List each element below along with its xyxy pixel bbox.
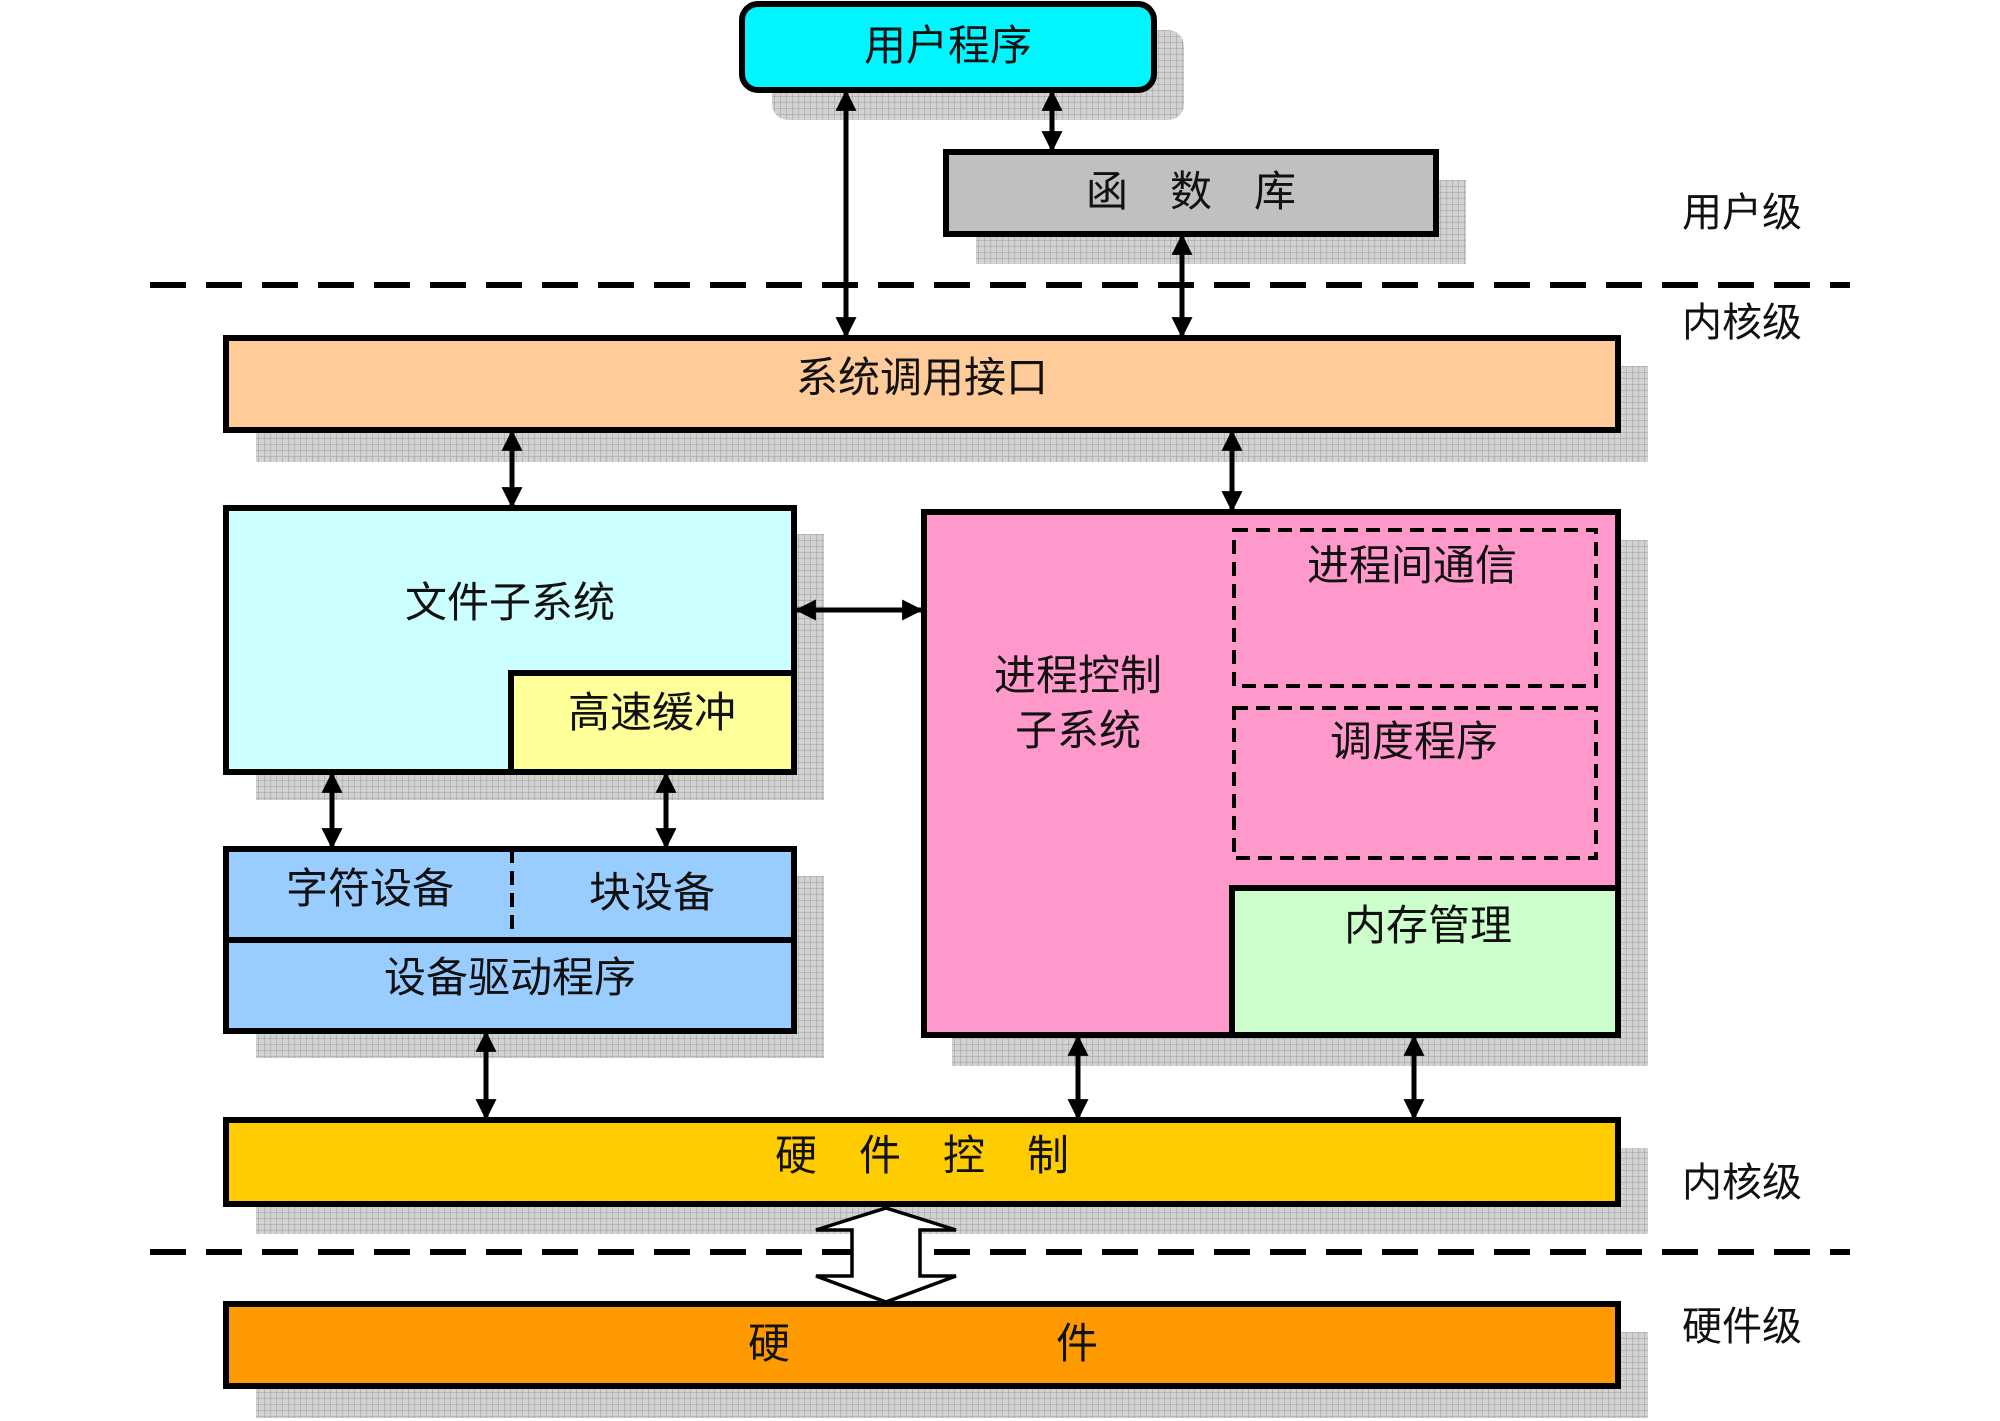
- char-device-label: 字符设备: [286, 864, 454, 913]
- user-program-box: 用户程序: [739, 1, 1157, 93]
- hardware-box: 硬 件: [223, 1301, 1621, 1389]
- buffer-cache-rect: [508, 670, 797, 775]
- device-group: 字符设备 块设备 设备驱动程序: [223, 846, 797, 1034]
- process-control-label-1: 进程控制: [994, 651, 1162, 700]
- process-control-label-2: 子系统: [1015, 706, 1141, 755]
- level-label-kernel-top: 内核级: [1682, 300, 1802, 346]
- level-label-hardware: 硬件级: [1682, 1304, 1802, 1350]
- hardware-rect: [223, 1301, 1621, 1389]
- scheduler-label: 调度程序: [1330, 717, 1498, 766]
- arrows: [321, 89, 1425, 1121]
- syscall-interface-rect: [223, 335, 1621, 433]
- hollow-double-arrow: [815, 1206, 957, 1304]
- library-label: 函 数 库: [1086, 167, 1296, 216]
- hardware-label-right: 件: [1056, 1319, 1098, 1368]
- file-subsystem-label: 文件子系统: [405, 578, 615, 627]
- hardware-control-label: 硬 件 控 制: [775, 1131, 1069, 1180]
- syscall-interface-label: 系统调用接口: [796, 353, 1048, 402]
- syscall-interface-box: 系统调用接口: [223, 335, 1621, 433]
- user-program-rect: [739, 1, 1157, 93]
- hardware-control-box: 硬 件 控 制: [223, 1117, 1621, 1207]
- level-label-kernel-bottom: 内核级: [1682, 1160, 1802, 1206]
- buffer-cache-label: 高速缓冲: [568, 688, 736, 737]
- hardware-control-rect: [223, 1117, 1621, 1207]
- memory-management-rect: [1229, 885, 1621, 1038]
- level-label-user: 用户级: [1682, 190, 1802, 236]
- process-control-box: 进程控制 子系统 进程间通信 调度程序 内存管理: [921, 509, 1621, 1038]
- user-program-label: 用户程序: [864, 21, 1032, 70]
- library-box: 函 数 库: [943, 149, 1439, 237]
- library-rect: [943, 149, 1439, 237]
- device-driver-label: 设备驱动程序: [384, 953, 636, 1002]
- ipc-label: 进程间通信: [1307, 541, 1517, 590]
- scheduler-dashed-box: [1232, 706, 1598, 860]
- block-device-label: 块设备: [589, 868, 715, 917]
- hardware-label-left: 硬: [748, 1319, 790, 1368]
- file-subsystem-box: 文件子系统 高速缓冲: [223, 505, 797, 775]
- memory-management-label: 内存管理: [1344, 901, 1512, 950]
- ipc-dashed-box: [1232, 528, 1598, 688]
